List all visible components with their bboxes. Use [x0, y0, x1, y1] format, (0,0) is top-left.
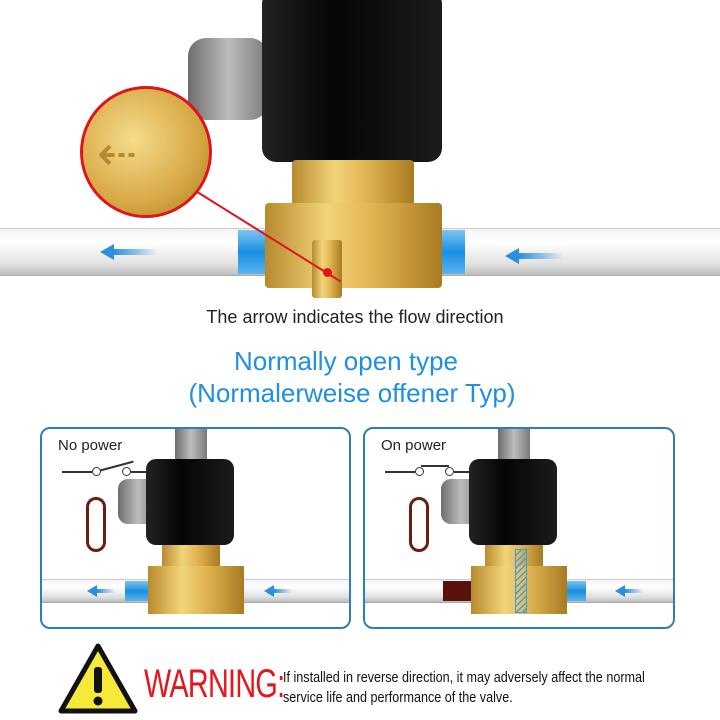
title-line2: (Normalerweise offener Typ) — [188, 378, 516, 408]
wires — [409, 497, 429, 552]
brass-hex — [485, 545, 543, 569]
flow-arrow-icon — [505, 248, 565, 264]
water — [566, 581, 586, 601]
panel-label: On power — [381, 437, 447, 454]
magnifier-circle: ⇠ — [80, 86, 212, 218]
top-valve-illustration: ⇠ — [0, 0, 720, 300]
warning-heading: WARNING: — [144, 662, 285, 706]
panel-label: No power — [58, 437, 123, 454]
water — [125, 581, 151, 601]
solenoid-coil — [469, 459, 557, 545]
wires — [86, 497, 106, 552]
pointer-dot — [323, 268, 332, 277]
plunger-indicator — [515, 549, 527, 613]
title-line1: Normally open type — [234, 346, 458, 376]
stem — [498, 429, 530, 459]
brass-body — [265, 203, 442, 288]
blocked-section — [443, 581, 473, 601]
warning-text-line1: If installed in reverse direction, it ma… — [283, 669, 645, 686]
connector — [188, 38, 268, 120]
engraved-arrow-icon: ⇠ — [97, 128, 138, 181]
switch-icon — [62, 459, 162, 479]
flow-arrow-icon — [264, 585, 294, 597]
flow-arrow-icon — [100, 244, 160, 260]
flow-arrow-icon — [87, 585, 117, 597]
brass-hex — [162, 545, 220, 569]
solenoid-coil — [262, 0, 442, 162]
flow-arrow-icon — [615, 585, 645, 597]
water-left — [238, 230, 268, 274]
panel-no-power: No power — [40, 427, 351, 629]
warning-text-line2: service life and performance of the valv… — [283, 689, 513, 706]
panel-on-power: On power — [363, 427, 675, 629]
brass-body — [148, 566, 244, 614]
warning-triangle-icon — [58, 643, 138, 715]
brass-hex — [292, 160, 414, 206]
stem — [175, 429, 207, 459]
switch-icon — [385, 459, 485, 479]
solenoid-coil — [146, 459, 234, 545]
flow-caption: The arrow indicates the flow direction — [206, 307, 504, 327]
